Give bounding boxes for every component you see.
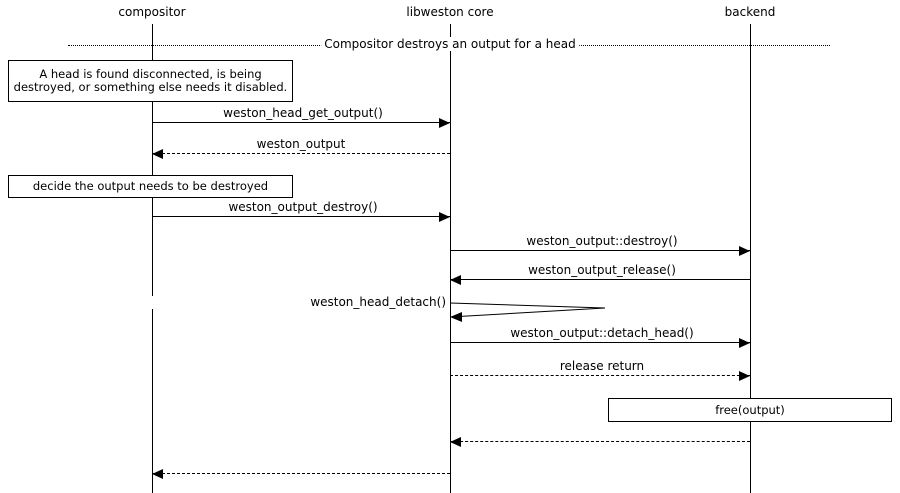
selfcall-weston-head-detach: [450, 297, 609, 323]
msg-weston-output-destroy-label: weston_output_destroy(): [226, 200, 380, 214]
msg-weston-output-return-line: [152, 153, 450, 154]
msg-weston-head-get-output-arrowhead: [439, 118, 450, 128]
msg-weston-output-destroy-arrowhead: [439, 212, 450, 222]
msg-core-return-line: [152, 473, 450, 474]
msg-weston-output-destroy-line: [152, 216, 450, 217]
selfcall-weston-head-detach-label: weston_head_detach(): [0, 296, 448, 309]
actor-label-libweston-core: libweston core: [406, 5, 494, 19]
msg-release-return-line: [450, 375, 750, 376]
msg-weston-head-get-output-line: [152, 122, 450, 123]
actor-label-compositor: compositor: [118, 5, 186, 19]
msg-core-return-arrowhead: [152, 469, 163, 479]
msg-weston-head-get-output-label: weston_head_get_output(): [221, 106, 385, 120]
msg-weston-output-release-line: [450, 279, 750, 280]
msg-weston-output-return-label: weston_output: [254, 137, 348, 151]
note-head-disconnected: A head is found disconnected, is being d…: [8, 60, 293, 102]
lifeline-libweston-core: [450, 24, 451, 493]
msg-weston-output-detach-head-arrowhead: [739, 338, 750, 348]
lifeline-compositor: [152, 24, 153, 493]
msg-backend-return-line: [450, 441, 750, 442]
msg-weston-output-release-arrowhead: [450, 275, 461, 285]
msg-weston-output-destroy-vfunc-line: [450, 250, 750, 251]
note-decide-destroy: decide the output needs to be destroyed: [8, 175, 293, 198]
msg-weston-output-release-label: weston_output_release(): [526, 263, 678, 277]
separator-label: Compositor destroys an output for a head: [321, 37, 579, 51]
msg-release-return-arrowhead: [739, 371, 750, 381]
msg-release-return-label: release return: [557, 359, 647, 373]
msg-weston-output-detach-head-label: weston_output::detach_head(): [508, 326, 696, 340]
msg-weston-output-destroy-vfunc-arrowhead: [739, 246, 750, 256]
msg-backend-return-arrowhead: [450, 437, 461, 447]
note-free-output: free(output): [608, 398, 892, 422]
actor-label-backend: backend: [724, 5, 776, 19]
lifeline-backend: [750, 24, 751, 493]
msg-weston-output-destroy-vfunc-label: weston_output::destroy(): [524, 234, 680, 248]
msg-weston-output-detach-head-line: [450, 342, 750, 343]
msg-weston-output-return-arrowhead: [152, 149, 163, 159]
